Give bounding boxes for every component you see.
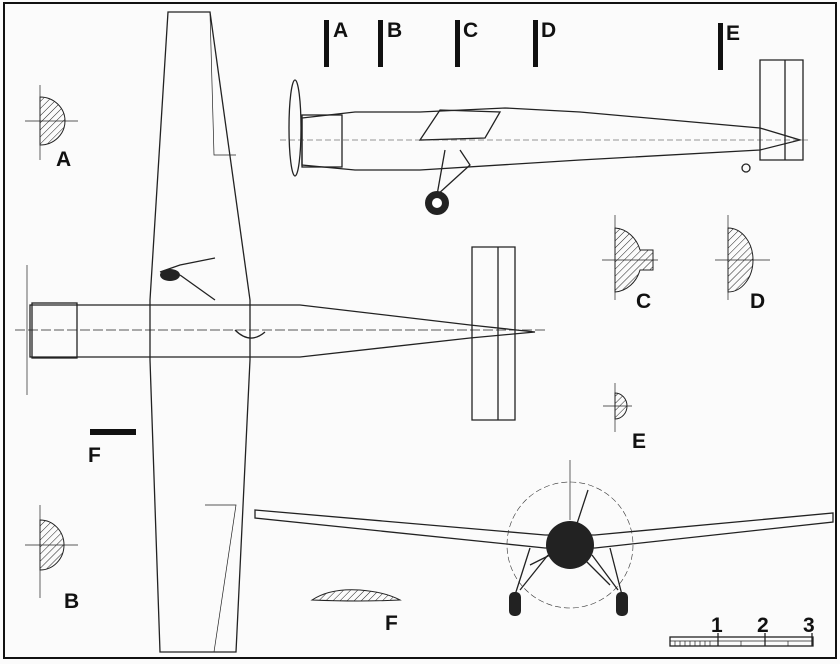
top-view-wing <box>149 11 251 653</box>
label-d: D <box>750 290 765 313</box>
side-view <box>280 59 810 215</box>
section-e: E <box>603 383 646 453</box>
propeller-disc <box>506 481 634 609</box>
top-view-fuselage <box>29 304 536 358</box>
front-view <box>254 460 834 616</box>
section-a: A <box>25 85 78 171</box>
label-f: F <box>385 612 398 635</box>
label-a: A <box>56 148 71 171</box>
label-1: B <box>387 19 402 42</box>
section-d: D <box>715 215 770 313</box>
section-f-marker-label: F <box>88 444 101 467</box>
side-view-propeller <box>288 79 302 177</box>
section-markers: A B C D E <box>324 19 740 70</box>
label-0: A <box>333 19 348 42</box>
label-e: E <box>632 430 646 453</box>
top-view <box>15 11 545 653</box>
frame-border <box>3 2 837 659</box>
section-f-marker <box>90 429 136 435</box>
side-view-fuselage <box>301 107 803 171</box>
label-c: C <box>636 290 651 313</box>
scale-bar: 1 2 3 <box>669 614 815 647</box>
label-b: B <box>64 590 79 613</box>
label-4: E <box>726 22 740 45</box>
section-c: C <box>602 215 658 313</box>
label-2: C <box>463 19 478 42</box>
top-view-tailplane <box>471 246 516 421</box>
front-view-wing <box>254 509 834 549</box>
label-3: D <box>541 19 556 42</box>
label-1: 2 <box>757 614 769 637</box>
label-2: 3 <box>803 614 815 637</box>
section-b: B <box>25 505 79 613</box>
label-0: 1 <box>711 614 723 637</box>
section-f-airfoil: F <box>310 589 402 635</box>
